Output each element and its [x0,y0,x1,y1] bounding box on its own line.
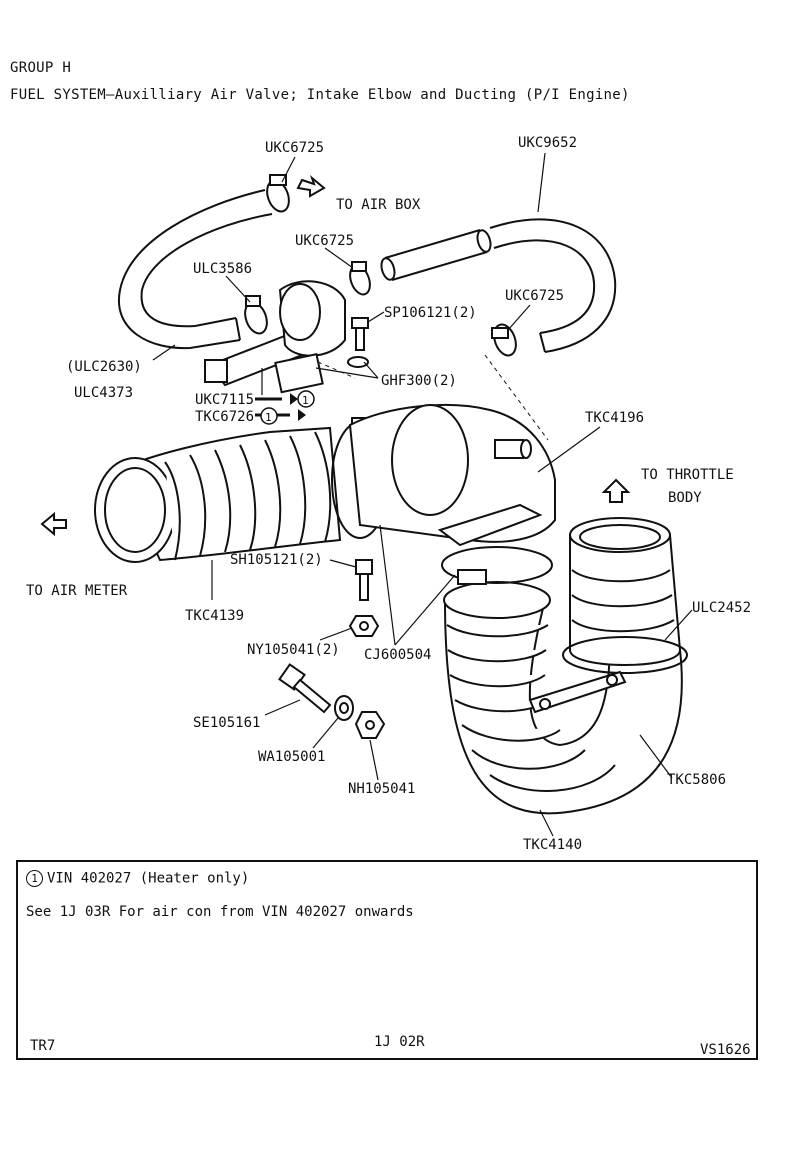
group-heading: GROUP H [10,60,72,76]
label-ukc9652: UKC9652 [518,135,577,151]
footnote-marker-ukc7115: 1 [297,390,315,408]
leader-lines [152,152,693,837]
hose-ukc9652 [489,218,617,353]
throttle-duct [569,517,682,666]
page-title: FUEL SYSTEM—Auxilliary Air Valve; Intake… [10,87,630,103]
hose-clip-ulc3586 [244,295,268,335]
footnote-marker-tkc6726: 1 [260,407,278,425]
bolt-sh105121 [355,559,373,601]
label-tkc5806: TKC5806 [667,772,726,788]
footnote-marker-tkc6726-text: 1 [265,411,272,424]
footer-center: 1J 02R [374,1034,425,1050]
label-sp106121: SP106121(2) [384,305,477,321]
nut-nh105041 [354,711,386,739]
label-ukc6725-mid: UKC6725 [295,233,354,249]
label-body: BODY [668,490,702,506]
label-ulc4373: ULC4373 [74,385,133,401]
label-tkc4196: TKC4196 [585,410,644,426]
bracket-tkc5806 [528,670,627,714]
label-ulc3586: ULC3586 [193,261,252,277]
label-to-throttle: TO THROTTLE [641,467,734,483]
hose-clip-ulc2452 [562,636,688,674]
note-line-1-text: VIN 402027 (Heater only) [47,870,250,887]
to-throttle-body-arrow [601,478,631,503]
leader-arrowheads [290,393,306,421]
footnote-marker-ukc7115-text: 1 [302,394,309,407]
washer-wa105001 [334,695,354,721]
footer-left: TR7 [30,1038,56,1054]
label-to-air-box: TO AIR BOX [336,197,421,213]
label-ny105041: NY105041(2) [247,642,340,658]
nut-ny105041 [348,615,380,637]
hose-clip-cj600504-bellows [441,546,553,585]
label-to-air-meter: TO AIR METER [26,583,128,599]
exploded-parts-diagram: UKC6725 UKC9652 TO AIR BOX UKC6725 ULC35… [26,135,751,853]
label-sh105121: SH105121(2) [230,552,323,568]
label-ghf300: GHF300(2) [381,373,457,389]
pipe-ulc2630 [380,229,492,281]
to-air-meter-arrow [40,511,67,537]
intake-elbow-tkc4196 [348,404,556,547]
note-line-2: See 1J 03R For air con from VIN 402027 o… [26,904,414,920]
hose-clip-ukc6725-top [266,174,290,213]
label-tkc4140: TKC4140 [523,837,582,853]
label-se105161: SE105161 [193,715,260,731]
footer-right: VS1626 [700,1042,751,1058]
label-ulc2630: (ULC2630) [66,359,142,375]
label-tkc6726: TKC6726 [195,409,254,425]
label-wa105001: WA105001 [258,749,325,765]
hose-ulc4373 [117,189,273,350]
dashed-guides [317,354,549,441]
label-ukc6725-right: UKC6725 [505,288,564,304]
to-air-box-arrow [296,174,326,198]
label-ulc2452: ULC2452 [692,600,751,616]
hose-clip-ukc6725-right [491,323,517,357]
label-ukc7115: UKC7115 [195,392,254,408]
label-tkc4139: TKC4139 [185,608,244,624]
screw-sp106121 [351,317,369,351]
hose-clip-ukc6725-mid [349,261,371,296]
note-marker: 1 [26,870,43,887]
label-ukc6725-top: UKC6725 [265,140,324,156]
auxiliary-air-valve-ukc7115 [204,280,346,394]
washer-ghf300 [347,356,369,368]
screw-se105161 [278,663,332,714]
intake-duct-tkc4139 [94,426,342,563]
label-nh105041: NH105041 [348,781,415,797]
label-cj600504: CJ600504 [364,647,431,663]
